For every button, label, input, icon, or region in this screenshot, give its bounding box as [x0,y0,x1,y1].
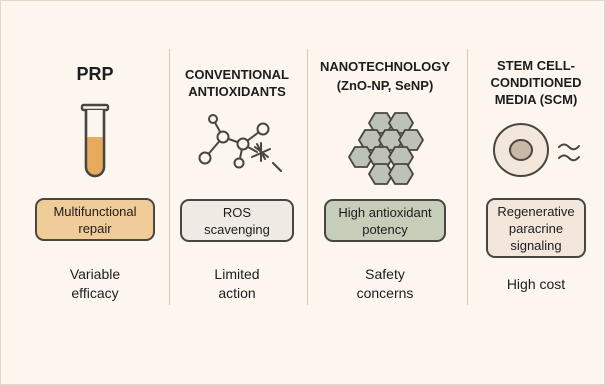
column-divider [169,49,170,305]
column-conventional-antioxidants: CONVENTIONAL ANTIOXIDANTS [173,41,301,303]
molecule-icon [198,114,282,172]
outcome-stem-cell-media: High cost [506,276,566,292]
column-heading: PRP [76,64,114,84]
column-prp: PRP Multifunctional repair Variable effi… [29,41,161,303]
test-tube-icon [80,103,110,178]
pill-nanotechnology: High antioxidant potency [324,199,446,242]
column-divider [467,49,468,305]
column-heading: CONVENTIONAL ANTIOXIDANTS [185,67,289,99]
tube-fluid [87,137,103,175]
cell-icon [493,123,580,177]
pill-conventional-antioxidants: ROS scavenging [180,199,294,242]
outcome-nanotechnology: Safety concerns [356,266,414,301]
column-divider [307,49,308,305]
outcome-conventional-antioxidants: Limited action [214,266,260,301]
pill-stem-cell-media: Regenerative paracrine signaling [486,198,586,258]
column-nanotechnology: NANOTECHNOLOGY (ZnO-NP, SeNP) High antio… [311,41,459,303]
column-stem-cell-media: STEM CELL- CONDITIONED MEDIA (SCM) Regen… [471,41,601,303]
pill-prp: Multifunctional repair [35,198,155,241]
column-heading: STEM CELL- CONDITIONED MEDIA (SCM) [490,58,582,107]
outcome-prp: Variable efficacy [69,266,121,301]
column-heading: NANOTECHNOLOGY (ZnO-NP, SeNP) [320,59,450,93]
hexagon-lattice-icon [348,112,424,185]
